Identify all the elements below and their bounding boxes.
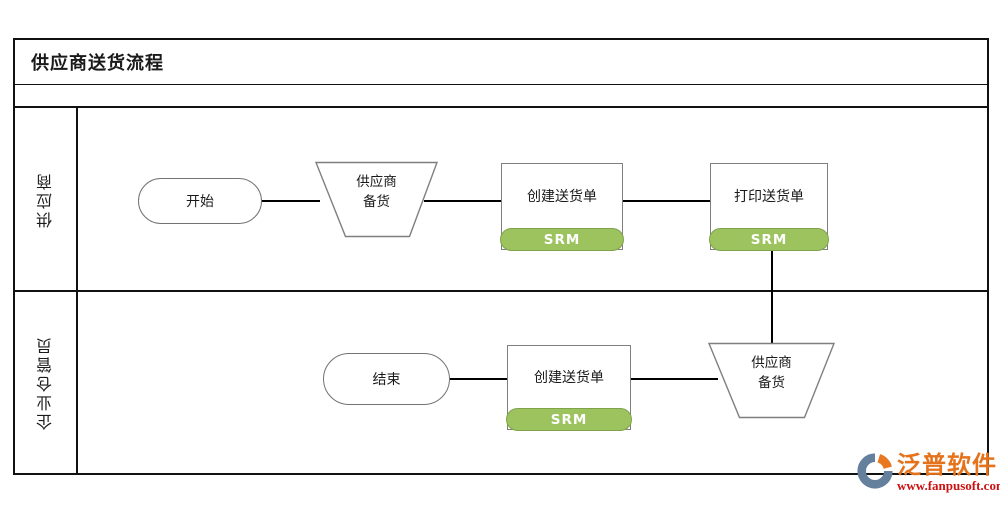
fanpu-watermark: 泛普软件 www.fanpusoft.com bbox=[856, 452, 1000, 492]
lane-warehouse-label: 企业仓管员 bbox=[15, 292, 78, 473]
start-node: 开始 bbox=[138, 178, 262, 224]
supplier-prep-label-bottom: 供应商 备货 bbox=[751, 355, 792, 392]
srm-badge: SRM bbox=[506, 408, 632, 431]
supplier-prep-label-top: 供应商 备货 bbox=[356, 174, 397, 211]
supplier-prep-trapezoid-top bbox=[314, 161, 439, 238]
diagram-frame: 供应商送货流程 供应商 企业仓管员 bbox=[13, 38, 989, 475]
connector-end-to-create2 bbox=[449, 378, 508, 380]
diagram-title-row: 供应商送货流程 bbox=[15, 40, 987, 85]
end-node: 结束 bbox=[323, 353, 450, 405]
lane-supplier: 供应商 bbox=[15, 108, 987, 292]
brand-name: 泛普软件 bbox=[897, 451, 997, 479]
create-delivery-note-top: 创建送货单 SRM bbox=[500, 163, 624, 251]
connector-create-to-print bbox=[623, 200, 711, 202]
connector-create2-to-prep2 bbox=[630, 378, 718, 380]
lane-warehouse: 企业仓管员 bbox=[15, 292, 987, 473]
srm-badge: SRM bbox=[709, 228, 829, 251]
supplier-prep-trapezoid-bottom bbox=[707, 342, 836, 419]
page-title: 供应商送货流程 bbox=[31, 53, 164, 74]
print-delivery-note: 打印送货单 SRM bbox=[709, 163, 829, 251]
connector-prep-to-create bbox=[424, 200, 502, 202]
srm-badge: SRM bbox=[500, 228, 624, 251]
lane-supplier-label: 供应商 bbox=[15, 108, 78, 290]
fanpu-logo-icon bbox=[857, 453, 893, 489]
create-delivery-note-bottom: 创建送货单 SRM bbox=[506, 345, 632, 431]
connector-start-to-prep bbox=[258, 200, 320, 202]
header-band bbox=[15, 85, 987, 108]
brand-url: www.fanpusoft.com bbox=[897, 478, 1000, 494]
connector-print-to-prep2 bbox=[771, 250, 773, 343]
